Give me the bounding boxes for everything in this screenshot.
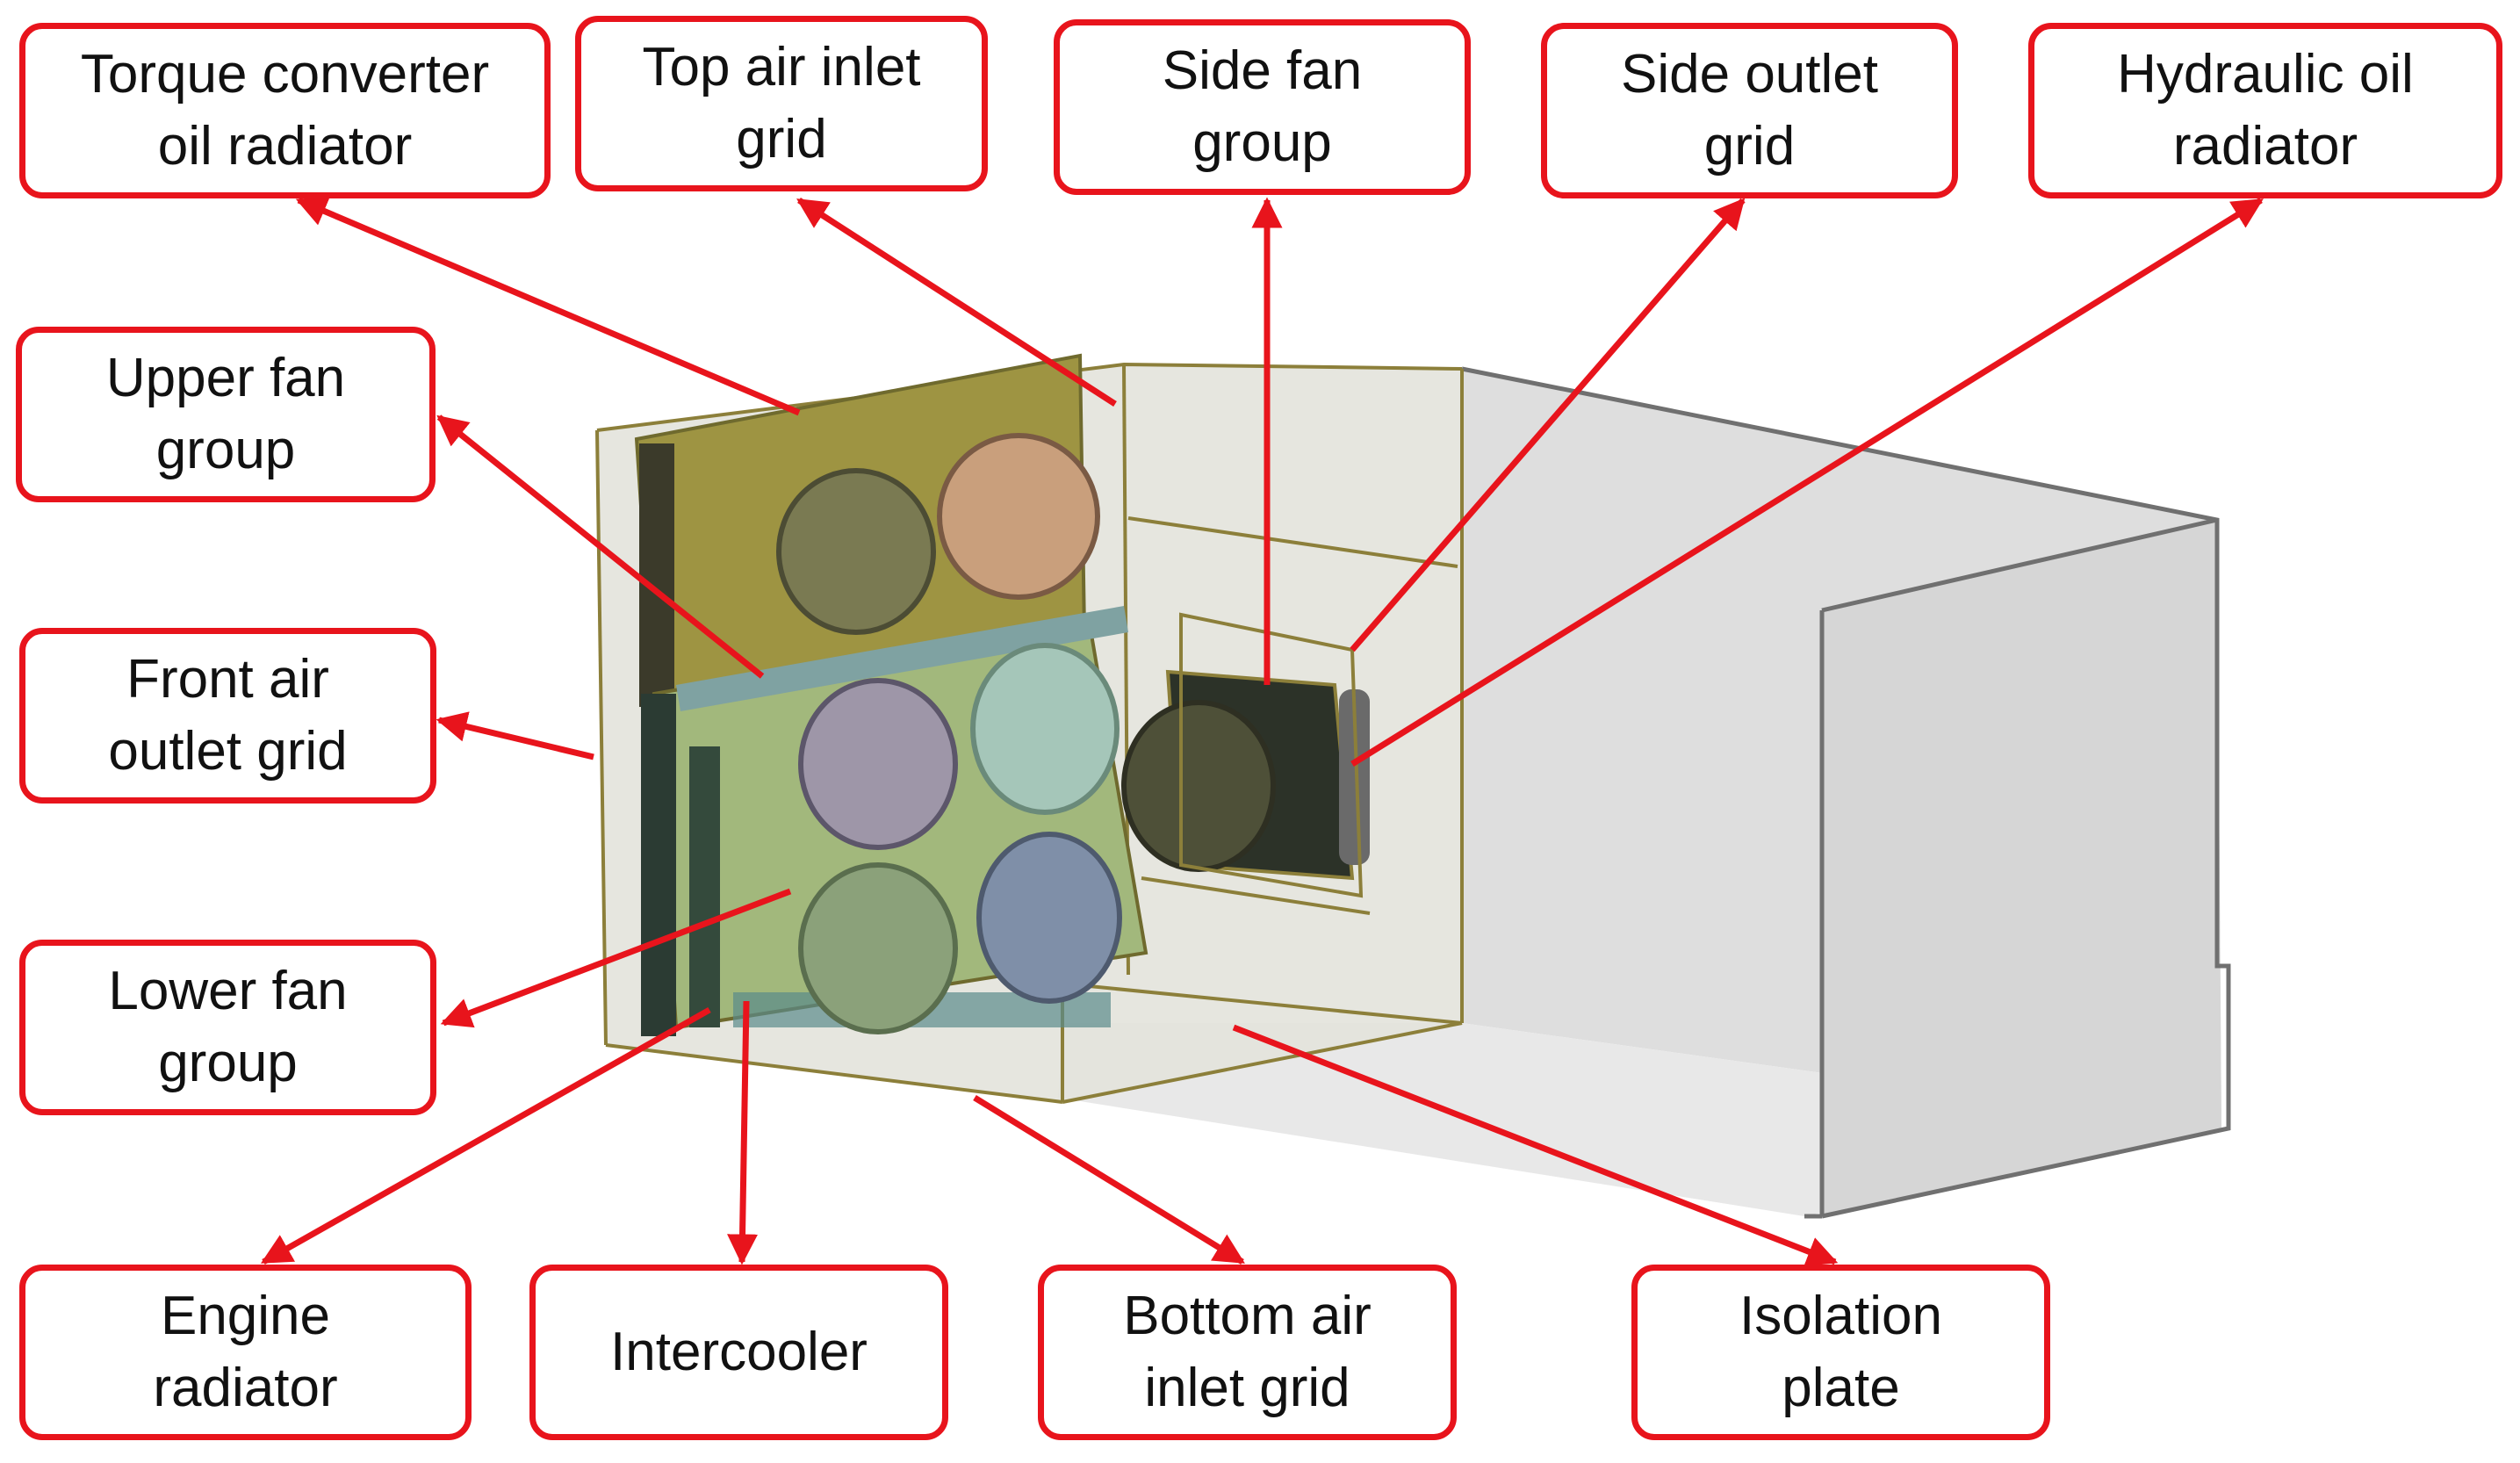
label-side-fan: Side fan group	[1054, 19, 1471, 195]
label-top-air-inlet: Top air inlet grid	[575, 16, 988, 191]
arrow-bottom-air-inlet	[973, 1095, 1245, 1265]
arrow-engine-radiator	[260, 1006, 711, 1265]
label-upper-fan-text: Upper fan group	[105, 348, 346, 480]
arrow-side-outlet	[1350, 198, 1746, 652]
upper-fan-group	[776, 433, 1100, 635]
label-top-air-inlet-text: Top air inlet grid	[642, 37, 921, 169]
arrow-torque-converter	[295, 197, 801, 416]
label-upper-fan: Upper fan group	[16, 327, 436, 502]
arrow-intercooler	[727, 1000, 759, 1265]
label-lower-fan-text: Lower fan group	[108, 961, 348, 1093]
label-bottom-air-inlet-text: Bottom air inlet grid	[1123, 1286, 1372, 1418]
arrow-front-air-outlet	[436, 711, 594, 760]
label-engine-radiator-text: Engine radiator	[153, 1286, 338, 1418]
arrow-isolation-plate	[1232, 1024, 1839, 1266]
label-side-outlet: Side outlet grid	[1541, 23, 1958, 198]
label-isolation-plate: Isolation plate	[1631, 1265, 2050, 1440]
label-engine-radiator: Engine radiator	[19, 1265, 472, 1440]
lower-fan-group	[798, 643, 1122, 1034]
label-intercooler: Intercooler	[529, 1265, 948, 1440]
label-side-fan-text: Side fan group	[1162, 40, 1363, 173]
arrow-top-air-inlet	[796, 198, 1117, 407]
label-lower-fan: Lower fan group	[19, 940, 436, 1115]
label-bottom-air-inlet: Bottom air inlet grid	[1038, 1265, 1457, 1440]
label-front-air-outlet-text: Front air outlet grid	[108, 649, 348, 782]
label-front-air-outlet: Front air outlet grid	[19, 628, 436, 804]
arrow-lower-fan	[440, 888, 792, 1028]
arrow-upper-fan	[436, 414, 765, 679]
label-isolation-plate-text: Isolation plate	[1739, 1286, 1942, 1418]
callout-arrows	[260, 197, 2264, 1266]
arrow-hydraulic-oil	[1350, 198, 2264, 767]
label-hydraulic-oil: Hydraulic oil radiator	[2028, 23, 2502, 198]
label-torque-converter-text: Torque converter oil radiator	[80, 44, 490, 177]
side-fan-group	[1121, 612, 1370, 898]
label-intercooler-text: Intercooler	[610, 1322, 868, 1383]
label-side-outlet-text: Side outlet grid	[1621, 44, 1878, 177]
label-torque-converter: Torque converter oil radiator	[19, 23, 551, 198]
label-hydraulic-oil-text: Hydraulic oil radiator	[2117, 44, 2414, 177]
